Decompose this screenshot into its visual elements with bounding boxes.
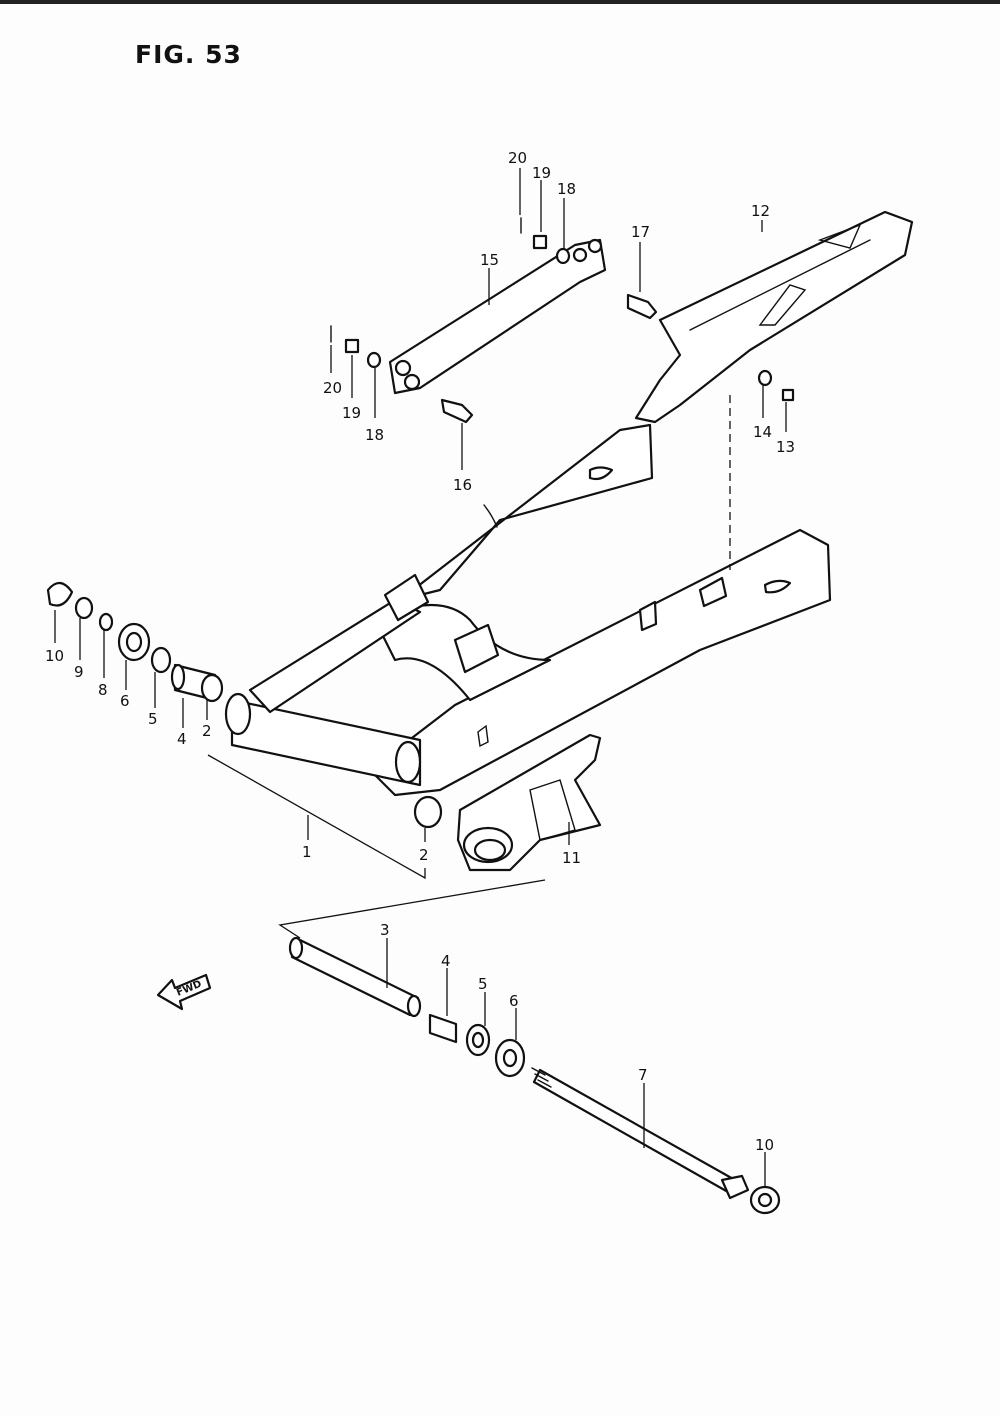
- callout-17: 17: [631, 223, 650, 241]
- chain-case: [634, 210, 914, 424]
- callout-9: 9: [74, 663, 84, 681]
- spacer: [288, 936, 422, 1018]
- callout-6-bottom: 6: [509, 992, 519, 1010]
- callout-5-bottom: 5: [478, 975, 488, 993]
- callout-labels: 20 19 18 12 17 15 20 19 18 16 14 13 10 9…: [45, 149, 795, 1154]
- callout-4-bottom: 4: [441, 952, 451, 970]
- callout-14: 14: [753, 423, 772, 441]
- callout-12: 12: [751, 202, 770, 220]
- callout-5-left: 5: [148, 710, 158, 728]
- callout-10-bottom: 10: [755, 1136, 774, 1154]
- callout-13: 13: [776, 438, 795, 456]
- pivot-hardware-left: [46, 581, 443, 829]
- figure-title: FIG. 53: [135, 40, 242, 69]
- callout-3: 3: [380, 921, 390, 939]
- callout-6-left: 6: [120, 692, 130, 710]
- callout-19-mid: 19: [342, 404, 361, 422]
- chain-guide: [456, 733, 602, 872]
- callout-18-mid: 18: [365, 426, 384, 444]
- pivot-hardware-bottom: [428, 1013, 526, 1078]
- callout-8: 8: [98, 681, 108, 699]
- callout-2-right: 2: [419, 846, 429, 864]
- callout-11: 11: [562, 849, 581, 867]
- callout-10-left: 10: [45, 647, 64, 665]
- callout-16: 16: [453, 476, 472, 494]
- callout-15: 15: [480, 251, 499, 269]
- pivot-shaft: [531, 1067, 781, 1215]
- callout-18-top: 18: [557, 180, 576, 198]
- callout-20-top: 20: [508, 149, 527, 167]
- callout-2-left: 2: [202, 722, 212, 740]
- small-fasteners: [330, 217, 795, 424]
- callout-7: 7: [638, 1066, 648, 1084]
- callout-19-top: 19: [532, 164, 551, 182]
- torque-link: [388, 238, 607, 395]
- callout-1: 1: [302, 843, 312, 861]
- callout-20-mid: 20: [323, 379, 342, 397]
- swingarm: [224, 423, 832, 797]
- top-border: [0, 0, 1000, 4]
- leader-lines: [54, 168, 787, 1186]
- callout-4-left: 4: [177, 730, 187, 748]
- forward-arrow-icon: FWD: [156, 973, 212, 1011]
